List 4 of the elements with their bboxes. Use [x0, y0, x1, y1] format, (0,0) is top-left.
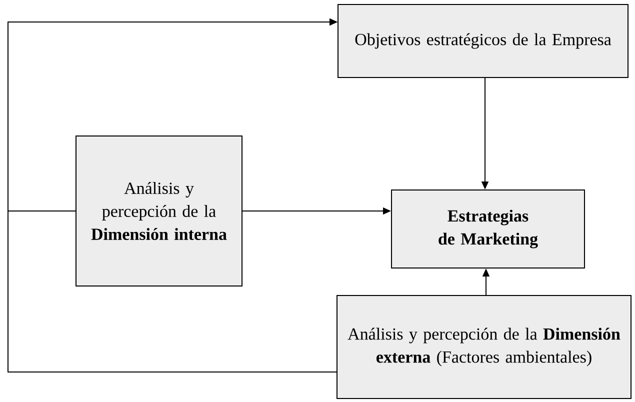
process-box: Objetivos estratégicos de la Empresa	[338, 4, 628, 78]
process-box: Análisis y percepción de la Dimensión externa (Factores ambientales)	[336, 295, 632, 399]
process-box: Estrategias de Marketing	[391, 190, 585, 268]
process-box: Análisis y percepción de la Dimensión interna	[76, 136, 242, 286]
